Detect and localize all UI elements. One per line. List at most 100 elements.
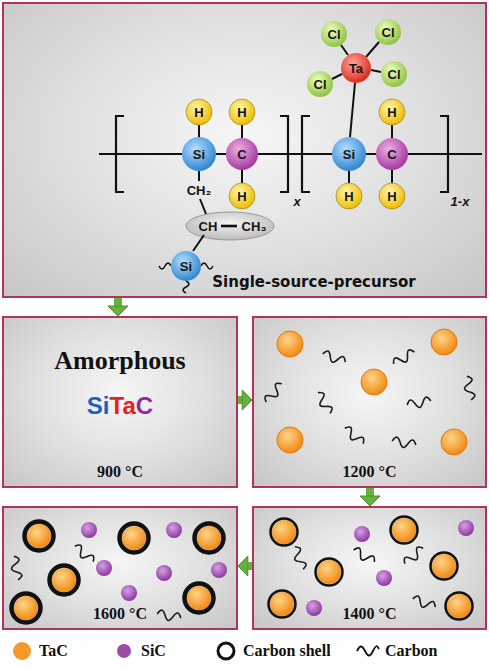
text-row: 900 °C: [4, 462, 236, 482]
hydrogen-atoms: [186, 99, 405, 209]
particle-symbol: [462, 375, 475, 400]
particle-shape: [226, 138, 258, 170]
particle-symbol: [72, 543, 96, 565]
particle-symbol: [120, 524, 149, 553]
temperature-label: 1400 °C: [343, 605, 397, 622]
particle-symbol: [156, 565, 172, 581]
particle-shape: [332, 137, 366, 171]
text-row: 1600 °C: [4, 604, 236, 624]
arrow-shaft: [114, 298, 122, 306]
particle-shape: [379, 183, 405, 209]
particle-shape: [376, 138, 408, 170]
particle-symbol: [391, 436, 416, 449]
particle-symbol: [361, 369, 387, 395]
phase-label: C: [136, 392, 153, 419]
particle-symbol: [431, 553, 458, 580]
stage-panel: 1400 °C: [252, 506, 487, 630]
particle-symbol: [121, 585, 137, 601]
phase-label: Ta: [110, 392, 136, 419]
atom-label: C: [387, 147, 396, 162]
shell-sample: [218, 643, 234, 659]
group-oval: [186, 212, 274, 240]
subscript-label: x: [293, 194, 300, 209]
temperature-label: 1200 °C: [343, 463, 397, 480]
particle-shape: [229, 99, 255, 125]
particle-symbol: [441, 429, 467, 455]
particle-symbol: [211, 562, 227, 578]
arrow-head: [242, 390, 252, 410]
particle-shape: [182, 137, 216, 171]
phase-label: Amorphous: [54, 346, 185, 375]
particle-symbol: [271, 519, 298, 546]
atom-label: CH₃: [242, 219, 267, 234]
legend-text: TaC: [39, 642, 68, 660]
tantalum-atom: [341, 53, 371, 83]
atom-label: H: [194, 105, 203, 120]
particle-symbol: [406, 396, 431, 409]
particle-shape: [381, 61, 407, 87]
process-arrow: [238, 556, 252, 576]
stage-panel: Single-source-precursorClClTaClClHHHSiCS…: [2, 2, 487, 298]
atom-label: Cl: [328, 27, 341, 42]
atom-label: Cl: [314, 77, 327, 92]
drawn-line: [99, 153, 482, 155]
particle-shape: [307, 71, 333, 97]
particle-symbol: [277, 331, 303, 357]
atom-label: H: [387, 189, 396, 204]
carbon-sample: [357, 646, 379, 655]
atom-label: Si: [180, 259, 192, 274]
legend-entry: TaC: [10, 638, 68, 664]
atom-label: Si: [343, 147, 355, 162]
stage-panel: 1200 °C: [252, 316, 487, 488]
particle-symbol: [12, 594, 41, 623]
atom-label: Si: [193, 147, 205, 162]
arrow-head: [108, 306, 128, 316]
legend-entry: Carbon: [356, 638, 437, 664]
text-row: 1200 °C: [254, 462, 485, 482]
silicon-atoms: [171, 137, 366, 281]
particle-symbol: [342, 425, 366, 447]
particle-symbol: [391, 517, 418, 544]
atom-label: H: [237, 189, 246, 204]
atom-label: Cl: [382, 25, 395, 40]
legend-sample: [10, 640, 34, 662]
atom-label: Cl: [388, 67, 401, 82]
particle-symbol: [306, 600, 322, 616]
legend-text: Carbon: [385, 642, 437, 660]
legend-sample: [356, 640, 380, 662]
particle-symbol: [9, 555, 22, 580]
process-arrow: [238, 390, 252, 410]
particle-symbol: [263, 381, 285, 405]
particle-symbol: [81, 522, 97, 538]
stage-panel: AmorphousSiTaC 900 °C: [2, 316, 238, 488]
particle-symbol: [96, 560, 112, 576]
legend-swatch: [13, 642, 31, 660]
atom-label: CH: [199, 219, 218, 234]
legend-text: SiC: [141, 642, 166, 660]
particle-shape: [375, 19, 401, 45]
particle-symbol: [316, 559, 343, 586]
text-row: Single-source-precursor: [204, 272, 424, 292]
particle-shape: [171, 251, 201, 281]
subscript-label: 1-x: [451, 194, 470, 209]
particle-symbol: [185, 584, 214, 613]
text-row: 1400 °C: [254, 604, 485, 624]
phase-label: Si: [87, 392, 110, 419]
legend-sample: [112, 640, 136, 662]
arrow-shaft: [366, 488, 374, 496]
atom-label: H: [237, 105, 246, 120]
bond-lines: [99, 42, 482, 293]
particle-shape: [186, 99, 212, 125]
atom-label: Ta: [349, 61, 363, 76]
particle-symbol: [277, 427, 303, 453]
particle-symbol: [446, 593, 473, 620]
legend-entry: SiC: [112, 638, 166, 664]
text-row: SiTaC: [4, 392, 236, 420]
particle-shape: [229, 183, 255, 209]
particle-symbol: [25, 522, 54, 551]
particle-symbol: [166, 522, 182, 538]
text-row: Amorphous: [4, 346, 236, 376]
particle-symbol: [402, 545, 426, 567]
arrow-head: [238, 556, 248, 576]
